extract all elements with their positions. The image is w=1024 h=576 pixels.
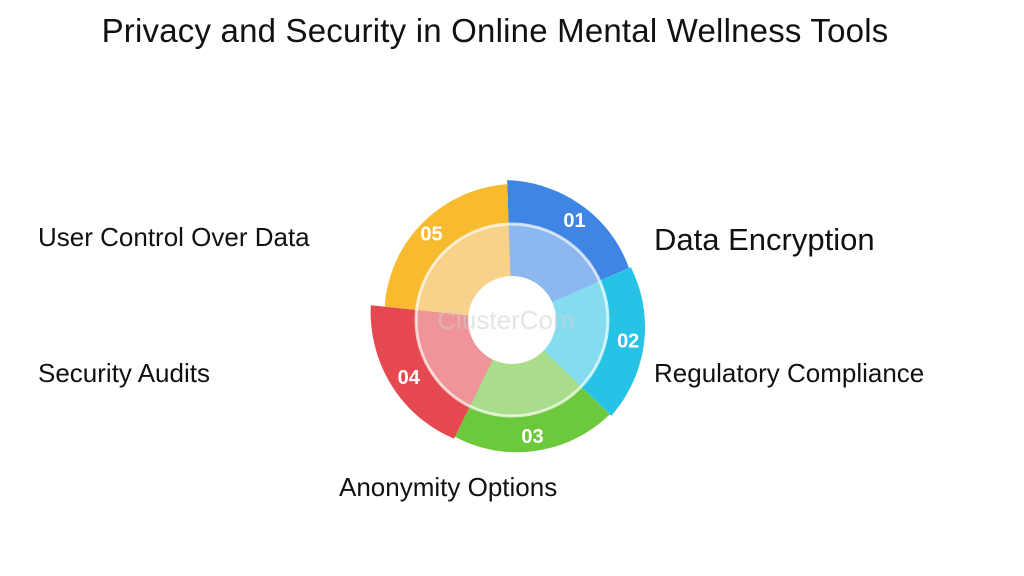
segment-number-02: 02 (617, 331, 639, 353)
segment-number-03: 03 (521, 426, 543, 448)
segment-label-anonymity-options: Anonymity Options (339, 472, 558, 502)
segment-numbers: 01 02 03 04 05 (398, 210, 640, 448)
center-hole (468, 276, 556, 364)
inner-segment-03 (469, 320, 582, 417)
segment-label-security-audits: Security Audits (38, 358, 210, 388)
inner-segment-02 (512, 281, 609, 387)
segment-number-05: 05 (420, 224, 442, 246)
segment-label-regulatory-compliance: Regulatory Compliance (654, 358, 925, 388)
page-title: Privacy and Security in Online Mental We… (101, 12, 889, 49)
segment-number-04: 04 (398, 367, 421, 389)
segment-label-user-control: User Control Over Data (38, 222, 310, 252)
segment-number-01: 01 (563, 210, 585, 232)
watermark-text: ClusterCom (437, 305, 574, 335)
inner-ring-border (414, 222, 610, 418)
segment-label-data-encryption: Data Encryption (654, 222, 875, 257)
